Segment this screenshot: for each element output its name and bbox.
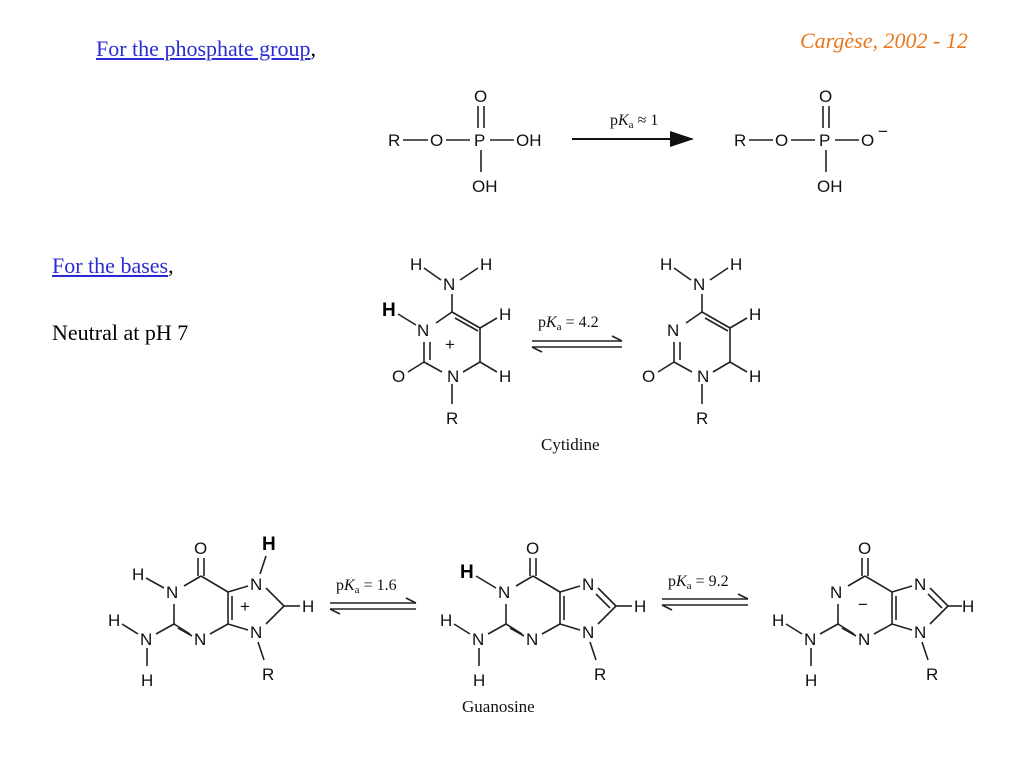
atom-n: N bbox=[582, 575, 594, 594]
cytidine-protonated: H N H N N + H O H H R bbox=[382, 255, 511, 428]
atom-h: H bbox=[141, 671, 153, 690]
pka-label-guanosine-2: pKa = 9.2 bbox=[668, 573, 729, 592]
atom-h: H bbox=[499, 305, 511, 324]
guanosine-caption: Guanosine bbox=[462, 697, 535, 716]
atom-h: H bbox=[473, 671, 485, 690]
atom-n: N bbox=[914, 575, 926, 594]
atom-h: H bbox=[440, 611, 452, 630]
atom-h: H bbox=[132, 565, 144, 584]
atom-r: R bbox=[926, 665, 938, 684]
guanosine-protonated: O N N N N H + H R H N H H bbox=[108, 534, 314, 690]
charge-plus: + bbox=[445, 335, 455, 354]
atom-n: N bbox=[250, 575, 262, 594]
atom-h: H bbox=[108, 611, 120, 630]
guanosine-equilibrium-1: pKa = 1.6 bbox=[329, 577, 417, 615]
atom-p: P bbox=[474, 131, 485, 150]
atom-oh-bottom: OH bbox=[817, 177, 843, 196]
phosphate-group-link[interactable]: For the phosphate group bbox=[96, 36, 311, 61]
neutral-note: Neutral at pH 7 bbox=[52, 320, 189, 345]
atom-n: N bbox=[166, 583, 178, 602]
atom-r: R bbox=[696, 409, 708, 428]
atom-n: N bbox=[914, 623, 926, 642]
phosphate-group-heading[interactable]: For the phosphate group, bbox=[96, 36, 316, 62]
guanosine-deprotonated: O N N N N H − R N H H bbox=[772, 539, 974, 690]
atom-n: N bbox=[447, 367, 459, 386]
atom-n: N bbox=[697, 367, 709, 386]
atom-n: N bbox=[250, 623, 262, 642]
atom-o: O bbox=[775, 131, 788, 150]
charge-minus: − bbox=[878, 122, 888, 141]
atom-o: O bbox=[642, 367, 655, 386]
bases-comma: , bbox=[168, 253, 174, 278]
phosphate-product: R O P O − O OH bbox=[734, 87, 888, 196]
guanosine-neutral: O N N N N H R H N H H bbox=[440, 539, 646, 690]
atom-n: N bbox=[526, 630, 538, 649]
atom-h: H bbox=[634, 597, 646, 616]
atom-n: N bbox=[858, 630, 870, 649]
charge-plus: + bbox=[240, 597, 250, 616]
atom-o: O bbox=[858, 539, 871, 558]
pka-label-cytidine: pKa = 4.2 bbox=[538, 314, 599, 333]
cytidine-caption: Cytidine bbox=[541, 435, 600, 454]
atom-h: H bbox=[480, 255, 492, 274]
phosphate-comma: , bbox=[310, 36, 316, 61]
atom-n: N bbox=[693, 275, 705, 294]
atom-h: H bbox=[962, 597, 974, 616]
atom-oh-bottom: OH bbox=[472, 177, 498, 196]
atom-o-top: O bbox=[474, 87, 487, 106]
atom-h: H bbox=[302, 597, 314, 616]
cytidine-equilibrium: pKa = 4.2 bbox=[531, 314, 623, 353]
atom-o: O bbox=[526, 539, 539, 558]
phosphate-arrow: pKa ≈ 1 bbox=[572, 112, 694, 147]
atom-h: H bbox=[749, 367, 761, 386]
atom-h: H bbox=[499, 367, 511, 386]
cytidine-neutral: H N H N N O H H R bbox=[642, 255, 761, 428]
atom-h: H bbox=[660, 255, 672, 274]
atom-o: O bbox=[392, 367, 405, 386]
atom-n: N bbox=[830, 583, 842, 602]
atom-r: R bbox=[446, 409, 458, 428]
atom-r: R bbox=[262, 665, 274, 684]
atom-h-bold: H bbox=[460, 562, 474, 583]
atom-o-minus: O bbox=[861, 131, 874, 150]
atom-r: R bbox=[734, 131, 746, 150]
atom-oh: OH bbox=[516, 131, 542, 150]
atom-r: R bbox=[594, 665, 606, 684]
pka-label-guanosine-1: pKa = 1.6 bbox=[336, 577, 397, 596]
atom-o: O bbox=[194, 539, 207, 558]
atom-o-top: O bbox=[819, 87, 832, 106]
atom-r: R bbox=[388, 131, 400, 150]
slide-number: Cargèse, 2002 - 12 bbox=[800, 28, 968, 53]
atom-h: H bbox=[772, 611, 784, 630]
atom-n: N bbox=[417, 321, 429, 340]
bases-heading[interactable]: For the bases, bbox=[52, 253, 174, 279]
atom-h: H bbox=[730, 255, 742, 274]
atom-n: N bbox=[498, 583, 510, 602]
atom-n: N bbox=[582, 623, 594, 642]
atom-h-bold: H bbox=[262, 534, 276, 555]
phosphate-reactant: R O P OH O OH bbox=[388, 87, 542, 196]
bases-link[interactable]: For the bases bbox=[52, 253, 169, 278]
atom-n: N bbox=[194, 630, 206, 649]
atom-h: H bbox=[749, 305, 761, 324]
atom-h: H bbox=[410, 255, 422, 274]
guanosine-equilibrium-2: pKa = 9.2 bbox=[661, 573, 749, 611]
charge-minus: − bbox=[858, 595, 868, 614]
atom-n: N bbox=[140, 630, 152, 649]
atom-h-bold: H bbox=[382, 300, 396, 321]
atom-n: N bbox=[667, 321, 679, 340]
atom-n: N bbox=[472, 630, 484, 649]
atom-n: N bbox=[804, 630, 816, 649]
atom-p: P bbox=[819, 131, 830, 150]
atom-h: H bbox=[805, 671, 817, 690]
pka-label-phosphate: pKa ≈ 1 bbox=[610, 112, 658, 131]
atom-o: O bbox=[430, 131, 443, 150]
atom-n: N bbox=[443, 275, 455, 294]
